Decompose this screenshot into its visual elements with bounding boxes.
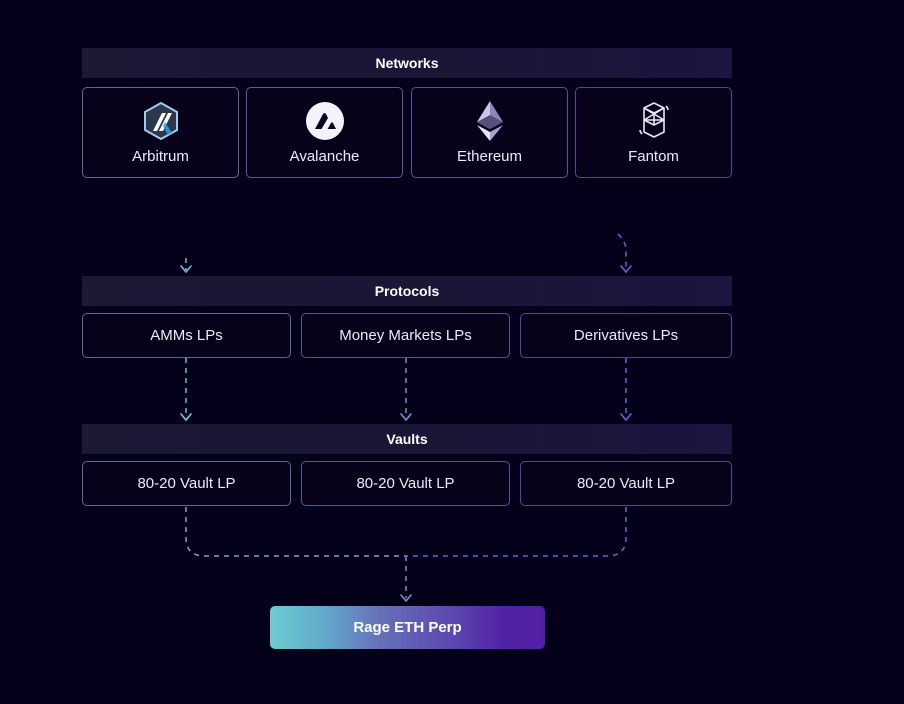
network-label: Arbitrum — [132, 148, 189, 165]
vaults-title: Vaults — [386, 431, 428, 447]
network-card-arbitrum[interactable]: Arbitrum — [82, 87, 239, 178]
networks-header: Networks — [82, 48, 732, 78]
network-label: Fantom — [628, 148, 679, 165]
vault-card-2[interactable]: 80-20 Vault LP — [301, 461, 510, 506]
rage-eth-perp-card[interactable]: Rage ETH Perp — [270, 606, 545, 649]
vault-label: 80-20 Vault LP — [137, 475, 236, 492]
protocols-title: Protocols — [374, 283, 440, 299]
protocol-card-money-markets[interactable]: Money Markets LPs — [301, 313, 510, 358]
protocol-card-amms[interactable]: AMMs LPs — [82, 313, 291, 358]
arrow-head-arbitrum — [180, 265, 192, 274]
vaults-header: Vaults — [82, 424, 732, 454]
protocols-header: Protocols — [82, 276, 732, 306]
arrow-head-amms — [180, 413, 192, 422]
ethereum-logo-icon — [471, 101, 509, 141]
protocol-label: Derivatives LPs — [573, 327, 679, 344]
network-label: Ethereum — [456, 148, 523, 165]
vault-label: 80-20 Vault LP — [576, 475, 676, 492]
network-card-avalanche[interactable]: Avalanche — [246, 87, 403, 178]
protocol-label: Money Markets LPs — [339, 327, 472, 344]
arrow-head-fantom — [620, 265, 632, 274]
network-card-ethereum[interactable]: Ethereum — [411, 87, 568, 178]
vault-label: 80-20 Vault LP — [356, 475, 455, 492]
fantom-logo-icon — [635, 102, 673, 140]
protocol-card-derivatives[interactable]: Derivatives LPs — [520, 313, 732, 358]
arrow-head-money-markets — [400, 413, 412, 422]
connector-vault-left-merge — [185, 507, 406, 557]
arrow-head-perp — [400, 594, 412, 603]
arbitrum-logo-icon — [142, 102, 180, 140]
networks-title: Networks — [375, 55, 439, 71]
vault-card-1[interactable]: 80-20 Vault LP — [82, 461, 291, 506]
arrow-head-derivatives — [620, 413, 632, 422]
network-card-fantom[interactable]: Fantom — [575, 87, 732, 178]
perp-label: Rage ETH Perp — [353, 619, 462, 636]
connector-fantom-to-protocols — [617, 233, 627, 270]
vault-card-3[interactable]: 80-20 Vault LP — [520, 461, 732, 506]
network-label: Avalanche — [289, 148, 360, 165]
connector-vault-right-merge — [406, 507, 627, 557]
avalanche-logo-icon — [305, 102, 344, 140]
protocol-label: AMMs LPs — [150, 327, 223, 344]
